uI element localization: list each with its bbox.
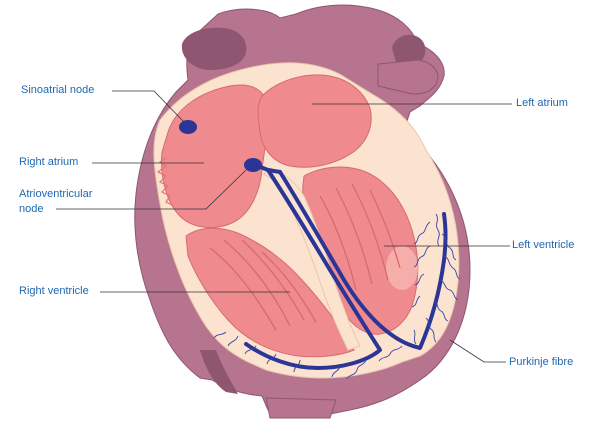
label-right-atrium: Right atrium xyxy=(19,155,78,170)
label-left-atrium: Left atrium xyxy=(516,96,568,111)
label-atrioventricular-node: Atrioventricular node xyxy=(19,187,92,217)
descending-aorta xyxy=(266,398,336,418)
label-purkinje-fibre: Purkinje fibre xyxy=(509,355,573,370)
leader-purkinje-fibre xyxy=(450,340,506,362)
left-ventricle-highlight xyxy=(386,246,418,290)
superior-vena-cava xyxy=(182,28,246,70)
label-sinoatrial-node: Sinoatrial node xyxy=(21,83,94,98)
sinoatrial-node xyxy=(179,120,197,134)
label-left-ventricle: Left ventricle xyxy=(512,238,574,253)
label-right-ventricle: Right ventricle xyxy=(19,284,89,299)
